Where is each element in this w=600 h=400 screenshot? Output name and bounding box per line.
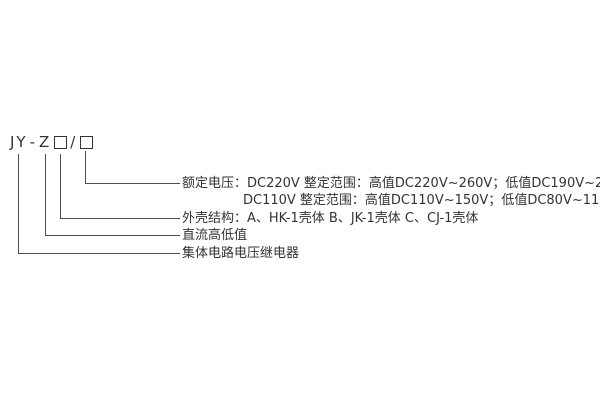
- leader-hline-rated-voltage: [85, 183, 180, 184]
- label-relay-name: 集体电路电压继电器: [182, 246, 300, 261]
- placeholder-box-icon-2: [80, 135, 94, 149]
- model-dash: -: [29, 133, 38, 151]
- label-rated-voltage-line2: DC110V 整定范围：高值DC110V~150V；低值DC80V~110V: [243, 193, 600, 208]
- label-case-structure: 外壳结构：A、HK-1壳体 B、JK-1壳体 C、CJ-1壳体: [182, 211, 479, 226]
- leader-vline-case-structure: [60, 154, 61, 218]
- model-slash: /: [70, 133, 78, 151]
- label-rated-voltage-line1: 额定电压：DC220V 整定范围：高值DC220V~260V；低值DC190V~…: [182, 176, 600, 191]
- leader-vline-relay-name: [18, 154, 19, 253]
- leader-vline-dc-high-low: [45, 154, 46, 235]
- model-series: Z: [39, 133, 52, 151]
- model-prefix: JY: [10, 133, 28, 151]
- leader-hline-case-structure: [60, 218, 180, 219]
- leader-vline-rated-voltage: [85, 151, 86, 183]
- placeholder-box-icon-1: [54, 135, 68, 149]
- leader-hline-dc-high-low: [45, 235, 180, 236]
- label-dc-high-low: 直流高低值: [182, 228, 248, 243]
- leader-hline-relay-name: [18, 253, 180, 254]
- model-code: JY - Z /: [10, 134, 96, 150]
